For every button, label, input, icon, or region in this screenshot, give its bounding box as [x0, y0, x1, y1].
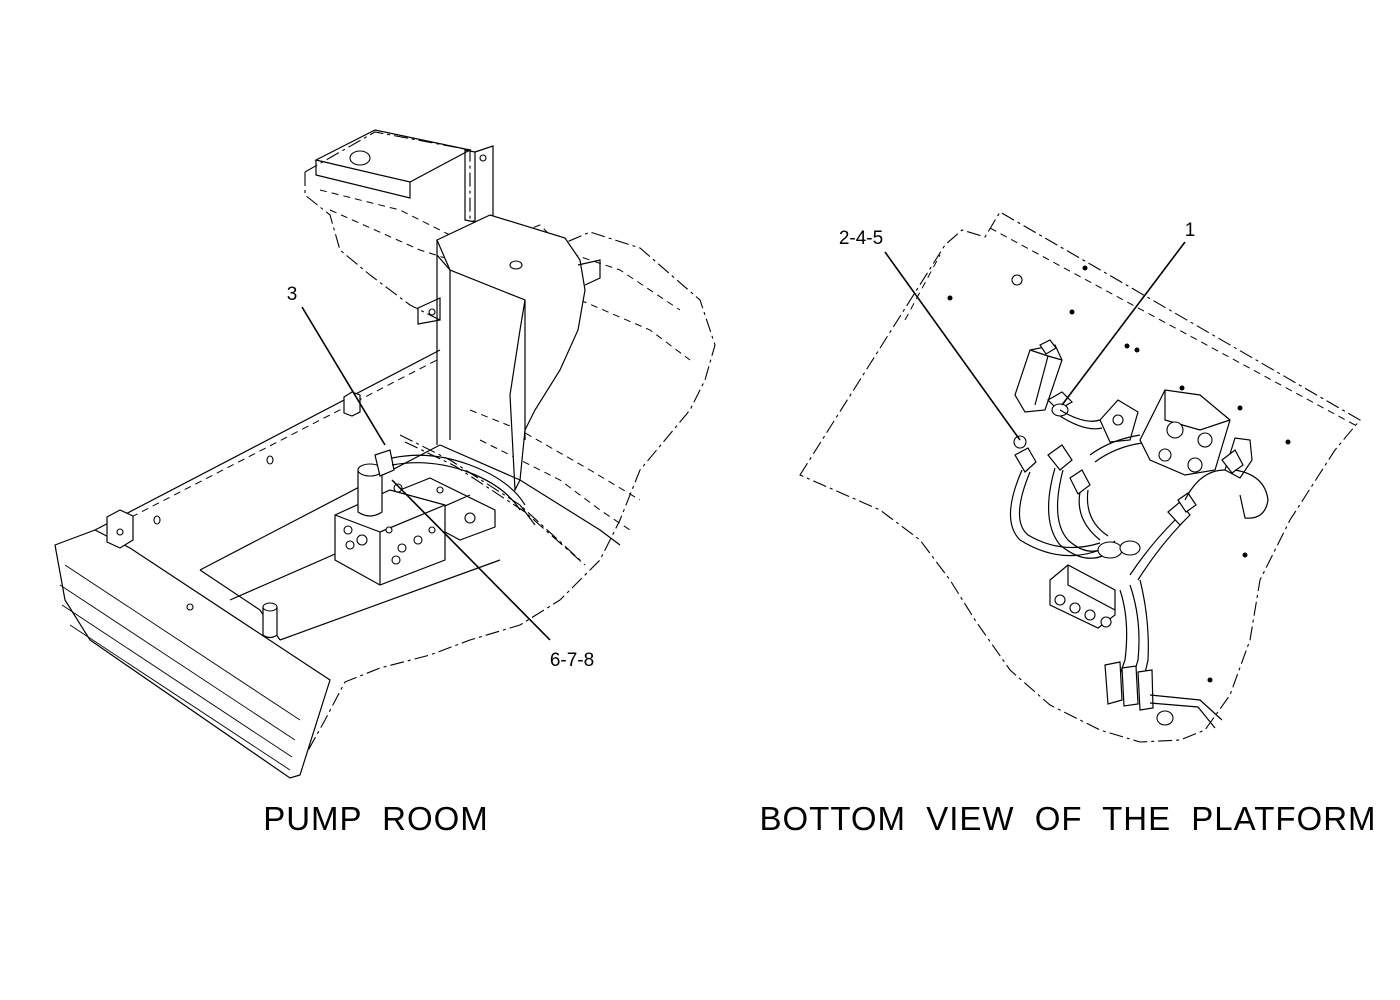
- caption-bottom-view: BOTTOM VIEW OF THE PLATFORM: [759, 800, 1376, 837]
- leader-2-4-5: [884, 251, 1021, 441]
- pump-room-view: 3 6-7-8 PUMP ROOM: [54, 129, 716, 837]
- leader-1: [1061, 241, 1186, 406]
- platform-bottom-view: 2-4-5 1 BOTTOM VIEW OF THE PLATFORM: [759, 211, 1376, 837]
- callout-1: 1: [1185, 220, 1196, 241]
- callout-6-7-8: 6-7-8: [550, 650, 594, 671]
- caption-pump-room: PUMP ROOM: [263, 800, 489, 837]
- callout-3: 3: [287, 284, 298, 305]
- leader-3: [301, 306, 386, 446]
- callout-2-4-5: 2-4-5: [839, 228, 883, 249]
- leader-6-7-8: [391, 479, 551, 641]
